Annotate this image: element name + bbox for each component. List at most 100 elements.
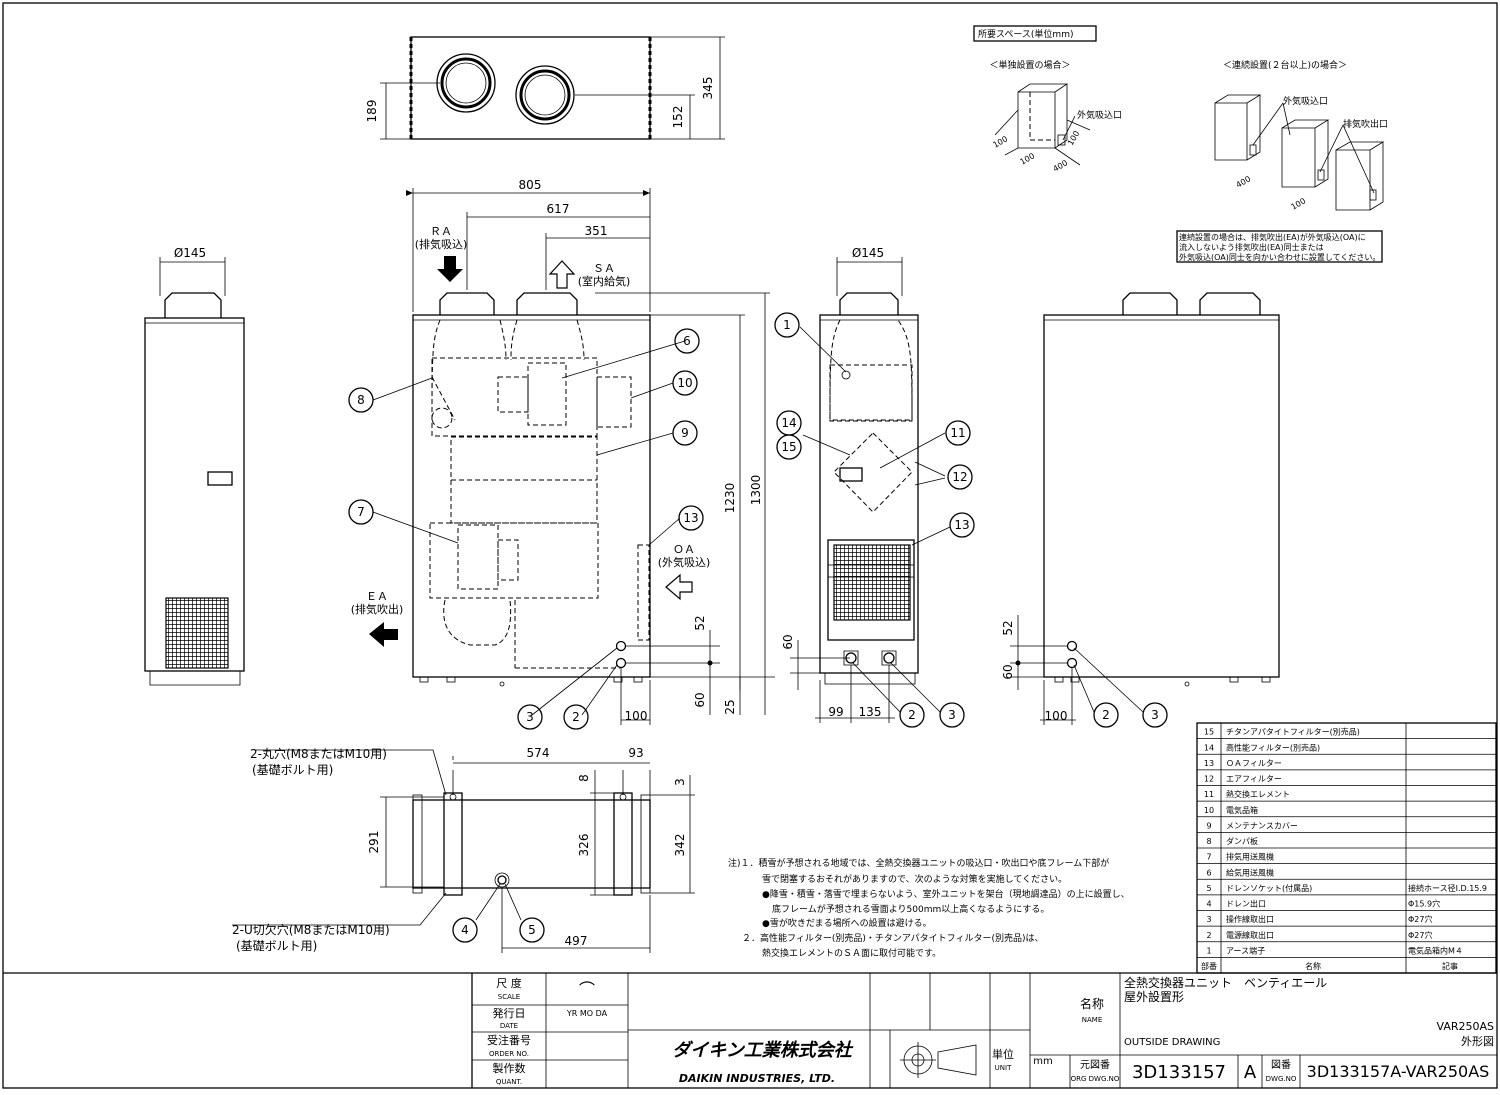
dim-25: 25: [723, 699, 737, 714]
note-1a: 注)１．積雪が予想される地域では、全熱交換器ユニットの吸込口・吹出口や底フレーム…: [728, 857, 1109, 869]
parts-row-name: アース端子: [1226, 945, 1265, 955]
parts-row-no: 7: [1206, 853, 1211, 862]
dim-152: 152: [671, 106, 685, 129]
dim-617: 617: [547, 202, 570, 216]
space-note-2: 流入しないよう排気吹出(EA)同士または: [1179, 242, 1324, 252]
dim-60-rear: 60: [1001, 664, 1015, 679]
space-d100c: 100: [1066, 129, 1081, 147]
parts-header-name: 名称: [1305, 961, 1321, 971]
ra-label: ＲＡ: [430, 225, 452, 238]
callout-15: 15: [781, 440, 796, 454]
parts-row-no: 9: [1206, 821, 1211, 830]
parts-row-no: 14: [1204, 743, 1214, 752]
parts-row-name: 操作線取出口: [1226, 914, 1274, 924]
oa-label: ＯＡ: [673, 543, 695, 556]
tb-company-en: DAIKIN INDUSTRIES, LTD.: [679, 1072, 835, 1085]
callout-2-rear: 2: [1102, 708, 1110, 722]
space-d400b: 400: [1235, 174, 1253, 189]
space-requirement: 所要スペース(単位mm) ＜単独設置の場合＞ ＜連続設置(２台以上)の場合＞ 外…: [973, 25, 1388, 263]
tb-dwg: 図番: [1271, 1059, 1291, 1071]
parts-row-no: 10: [1204, 806, 1214, 815]
tb-unit-en: UNIT: [995, 1064, 1012, 1072]
dim-99: 99: [828, 705, 843, 719]
parts-row-name: エアフィルター: [1226, 775, 1282, 784]
u-hole-sub: (基礎ボルト用): [236, 939, 317, 953]
title-block: 尺 度 SCALE ⌒ 発行日 DATE YR MO DA 受注番号 ORDER…: [3, 972, 1497, 1088]
parts-row-name: 排気用送風機: [1226, 852, 1274, 862]
space-single: ＜単独設置の場合＞: [989, 59, 1070, 71]
flow-labels: ＲＡ (排気吸込) ＳＡ (室内給気) ＯＡ (外気吸込) ＥＡ (排気吹出): [351, 225, 711, 616]
parts-row-name: ダンパ板: [1226, 836, 1258, 846]
dim-100-rear: 100: [1045, 709, 1068, 723]
top-view: 189 345 152: [365, 36, 725, 140]
parts-row-name: ドレン出口: [1226, 899, 1266, 909]
u-hole-label: 2-U切欠穴(M8またはM10用): [232, 922, 390, 937]
note-2b: 熱交換エレメントのＳＡ面に取付可能です。: [762, 947, 941, 959]
tb-date: 発行日: [493, 1006, 526, 1020]
tb-date-val: YR MO DA: [566, 1009, 608, 1018]
parts-row-no: 8: [1206, 837, 1211, 846]
dim-8: 8: [577, 774, 591, 782]
parts-row-no: 11: [1204, 790, 1214, 799]
tb-dwg-val: 3D133157A-VAR250AS: [1307, 1062, 1490, 1081]
dim-1300: 1300: [749, 475, 763, 506]
tb-product-1: 全熱交換器ユニット ベンティエール: [1124, 975, 1327, 990]
parts-row-note: 接続ホース径I.D.15.9: [1408, 883, 1487, 893]
callout-13-front: 13: [683, 511, 698, 525]
parts-row-name: メンテナンスカバー: [1226, 821, 1298, 830]
parts-row-name: 電気品箱: [1226, 805, 1258, 815]
space-d100a: 100: [992, 134, 1010, 149]
oa-sub: (外気吸込): [658, 555, 711, 569]
ea-arrow: [369, 622, 398, 647]
hole-labels: 2-丸穴(M8またはM10用) (基礎ボルト用) 2-U切欠穴(M8またはM10…: [232, 746, 390, 953]
tb-rev: A: [1244, 1062, 1257, 1083]
callout-3-side: 3: [948, 708, 956, 722]
parts-row-note: 電気品箱内M４: [1408, 945, 1463, 955]
dim-135: 135: [859, 705, 882, 719]
ra-sub: (排気吸込): [415, 237, 468, 251]
space-multi: ＜連続設置(２台以上)の場合＞: [1223, 59, 1347, 71]
parts-row-name: 熱交換エレメント: [1226, 789, 1290, 799]
space-d400a: 400: [1052, 158, 1070, 173]
parts-row-no: 12: [1204, 775, 1214, 784]
tb-quant-en: QUANT.: [496, 1078, 522, 1086]
notes: 注)１．積雪が予想される地域では、全熱交換器ユニットの吸込口・吹出口や底フレーム…: [728, 857, 1130, 959]
tb-name-en: NAME: [1082, 1016, 1103, 1024]
callout-1: 1: [783, 318, 791, 332]
dim-189: 189: [365, 100, 379, 123]
tb-order-en: ORDER NO.: [489, 1050, 529, 1058]
dim-1230: 1230: [723, 483, 737, 514]
space-title: 所要スペース(単位mm): [978, 28, 1073, 40]
callout-7: 7: [357, 505, 365, 519]
dim-805: 805: [519, 178, 542, 192]
space-note-3: 外気吸込(OA)同士を向かい合わせに設置してください。: [1179, 252, 1380, 262]
callout-3-rear: 3: [1151, 708, 1159, 722]
space-d100d: 100: [1290, 196, 1308, 211]
callout-8: 8: [357, 393, 365, 407]
tb-scale-en: SCALE: [498, 993, 520, 1001]
parts-row-no: 5: [1206, 884, 1211, 893]
callout-13-side: 13: [954, 518, 969, 532]
parts-row-name: ドレンソケット(付属品): [1226, 883, 1312, 893]
note-1e: ●雪が吹きだまる場所への設置は避ける。: [762, 917, 932, 929]
dim-497: 497: [565, 934, 588, 948]
dim-326: 326: [577, 834, 591, 857]
dim-342: 342: [673, 834, 687, 857]
parts-row-note: Φ15.9穴: [1408, 899, 1440, 909]
space-d100b: 100: [1019, 151, 1037, 166]
sa-sub: (室内給気): [578, 274, 631, 288]
tb-scale-val: ⌒: [579, 980, 595, 999]
oa-arrow: [665, 573, 693, 601]
callout-12: 12: [952, 470, 967, 484]
callout-6: 6: [683, 334, 691, 348]
parts-header-no: 部番: [1201, 961, 1217, 971]
callout-11: 11: [950, 426, 965, 440]
parts-row-no: 3: [1206, 915, 1211, 924]
dim-345: 345: [701, 77, 715, 100]
dim-3: 3: [673, 778, 687, 786]
tb-name: 名称: [1080, 996, 1104, 1011]
tb-org-en: ORG DWG.NO: [1071, 1075, 1120, 1083]
